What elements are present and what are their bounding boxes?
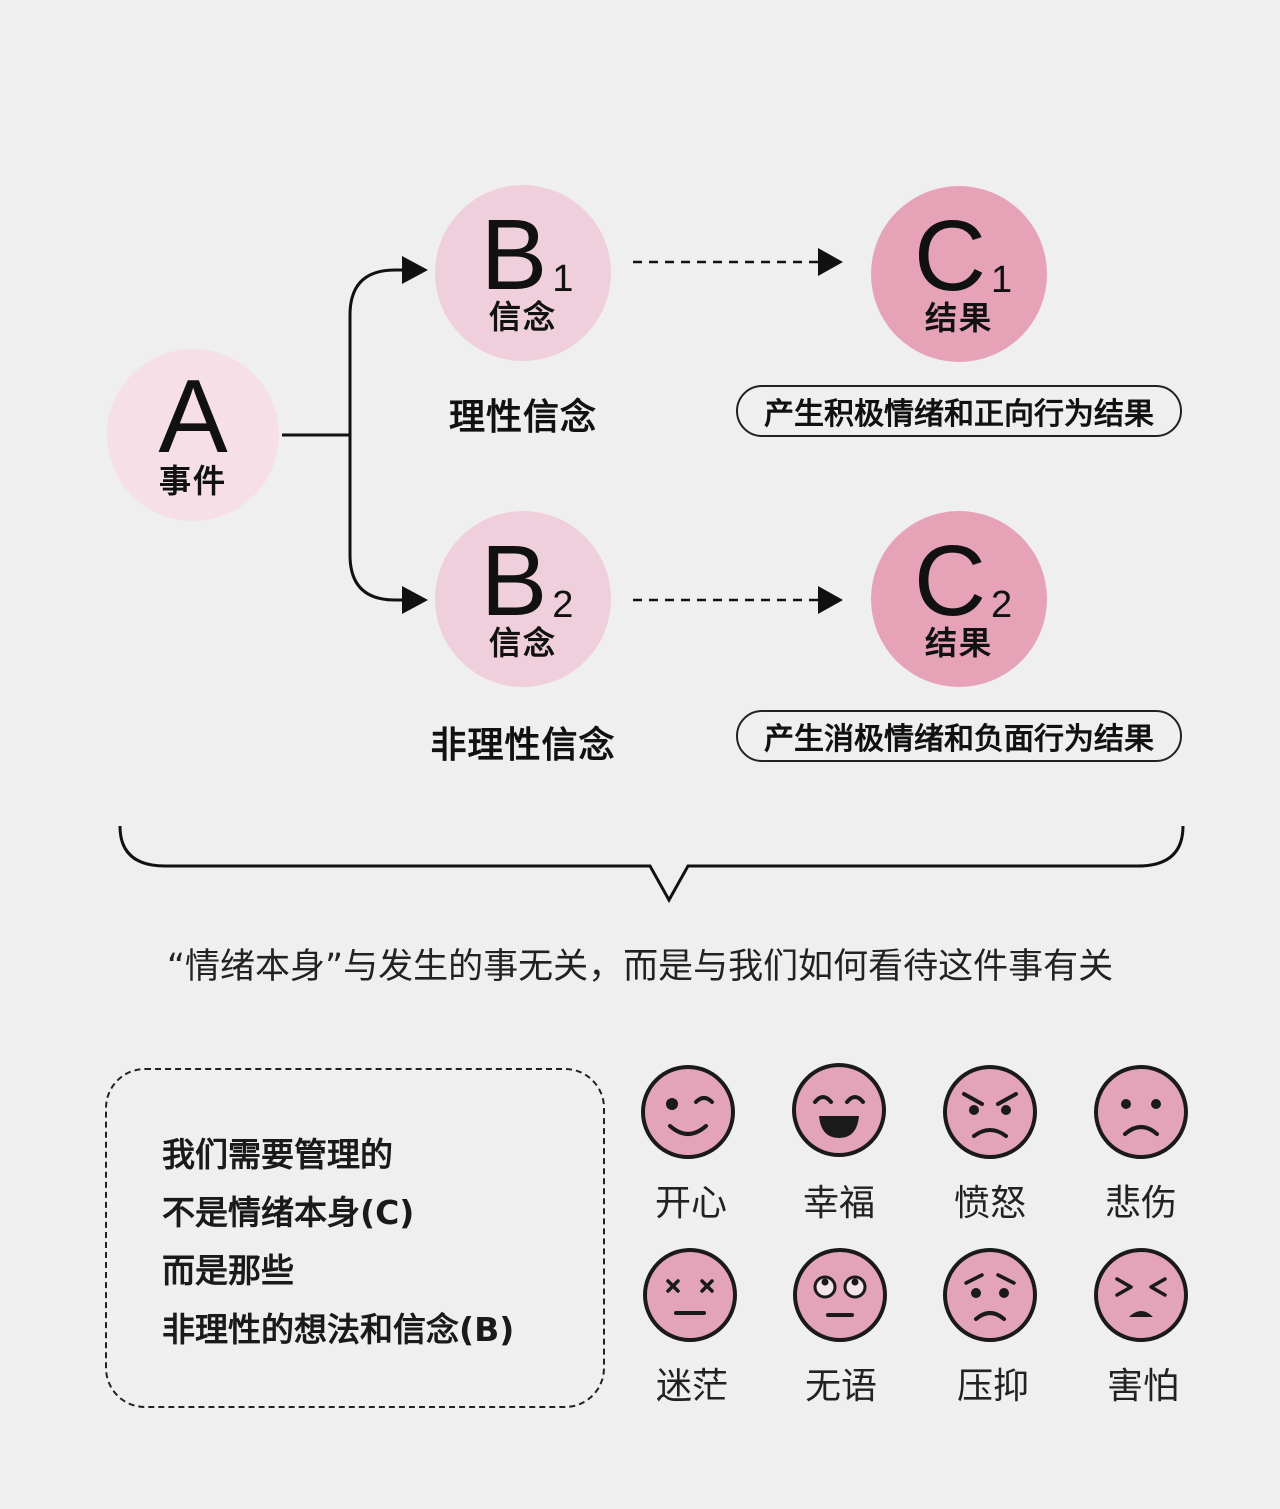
emotion-label-fear: 害怕 [1106, 1366, 1179, 1407]
node-b2-subscript: 2 [552, 584, 574, 627]
node-b1-caption: 信念 [488, 298, 557, 337]
note-line-3: 而是那些 [162, 1251, 294, 1290]
note-line-1: 我们需要管理的 [162, 1135, 393, 1174]
eye-roll-icon [793, 1248, 887, 1342]
emotion-label-anger: 愤怒 [953, 1183, 1026, 1224]
node-c2-caption: 结果 [924, 624, 993, 663]
node-b1-subscript: 1 [552, 258, 574, 301]
worried-icon [943, 1248, 1037, 1342]
emotion-label-speechless: 无语 [804, 1366, 877, 1407]
positive-result-pill: 产生积极情绪和正向行为结果 [736, 385, 1182, 437]
arrowhead-c1 [818, 248, 843, 276]
arrow-to-b2 [402, 586, 428, 614]
emotion-label-sadness: 悲伤 [1104, 1183, 1177, 1224]
emotion-label-joy: 幸福 [802, 1183, 875, 1224]
wink-smile-icon [641, 1065, 735, 1159]
branch-to-b1 [348, 268, 405, 435]
arrowhead-c2 [818, 586, 843, 614]
emotion-label-confused: 迷茫 [655, 1366, 728, 1407]
node-c2-subscript: 2 [990, 584, 1013, 627]
node-a-caption: 事件 [158, 462, 227, 501]
angry-icon [943, 1065, 1037, 1159]
laughing-icon [792, 1063, 886, 1157]
node-a-letter: A [158, 358, 228, 475]
headline-text: “情绪本身”与发生的事无关，而是与我们如何看待这件事有关 [166, 947, 1114, 987]
sad-icon [1094, 1065, 1188, 1159]
summary-brace [118, 825, 1185, 904]
irrational-belief-label: 非理性信念 [430, 725, 616, 766]
node-b2-caption: 信念 [488, 624, 557, 663]
branch-to-b2 [348, 435, 405, 602]
note-line-2: 不是情绪本身(C) [162, 1193, 415, 1232]
node-c1-caption: 结果 [924, 299, 993, 338]
note-box [105, 1068, 605, 1408]
note-line-4: 非理性的想法和信念(B) [162, 1310, 515, 1349]
arrow-to-b1 [402, 256, 428, 284]
node-c1-subscript: 1 [990, 259, 1013, 302]
node-a-event: A 事件 [107, 349, 279, 521]
scared-icon [1094, 1248, 1188, 1342]
rational-belief-label: 理性信念 [448, 397, 597, 438]
negative-result-pill: 产生消极情绪和负面行为结果 [736, 710, 1182, 762]
emotion-label-happy: 开心 [654, 1183, 727, 1224]
dizzy-icon [643, 1248, 737, 1342]
emotion-label-depressed: 压抑 [956, 1366, 1029, 1407]
